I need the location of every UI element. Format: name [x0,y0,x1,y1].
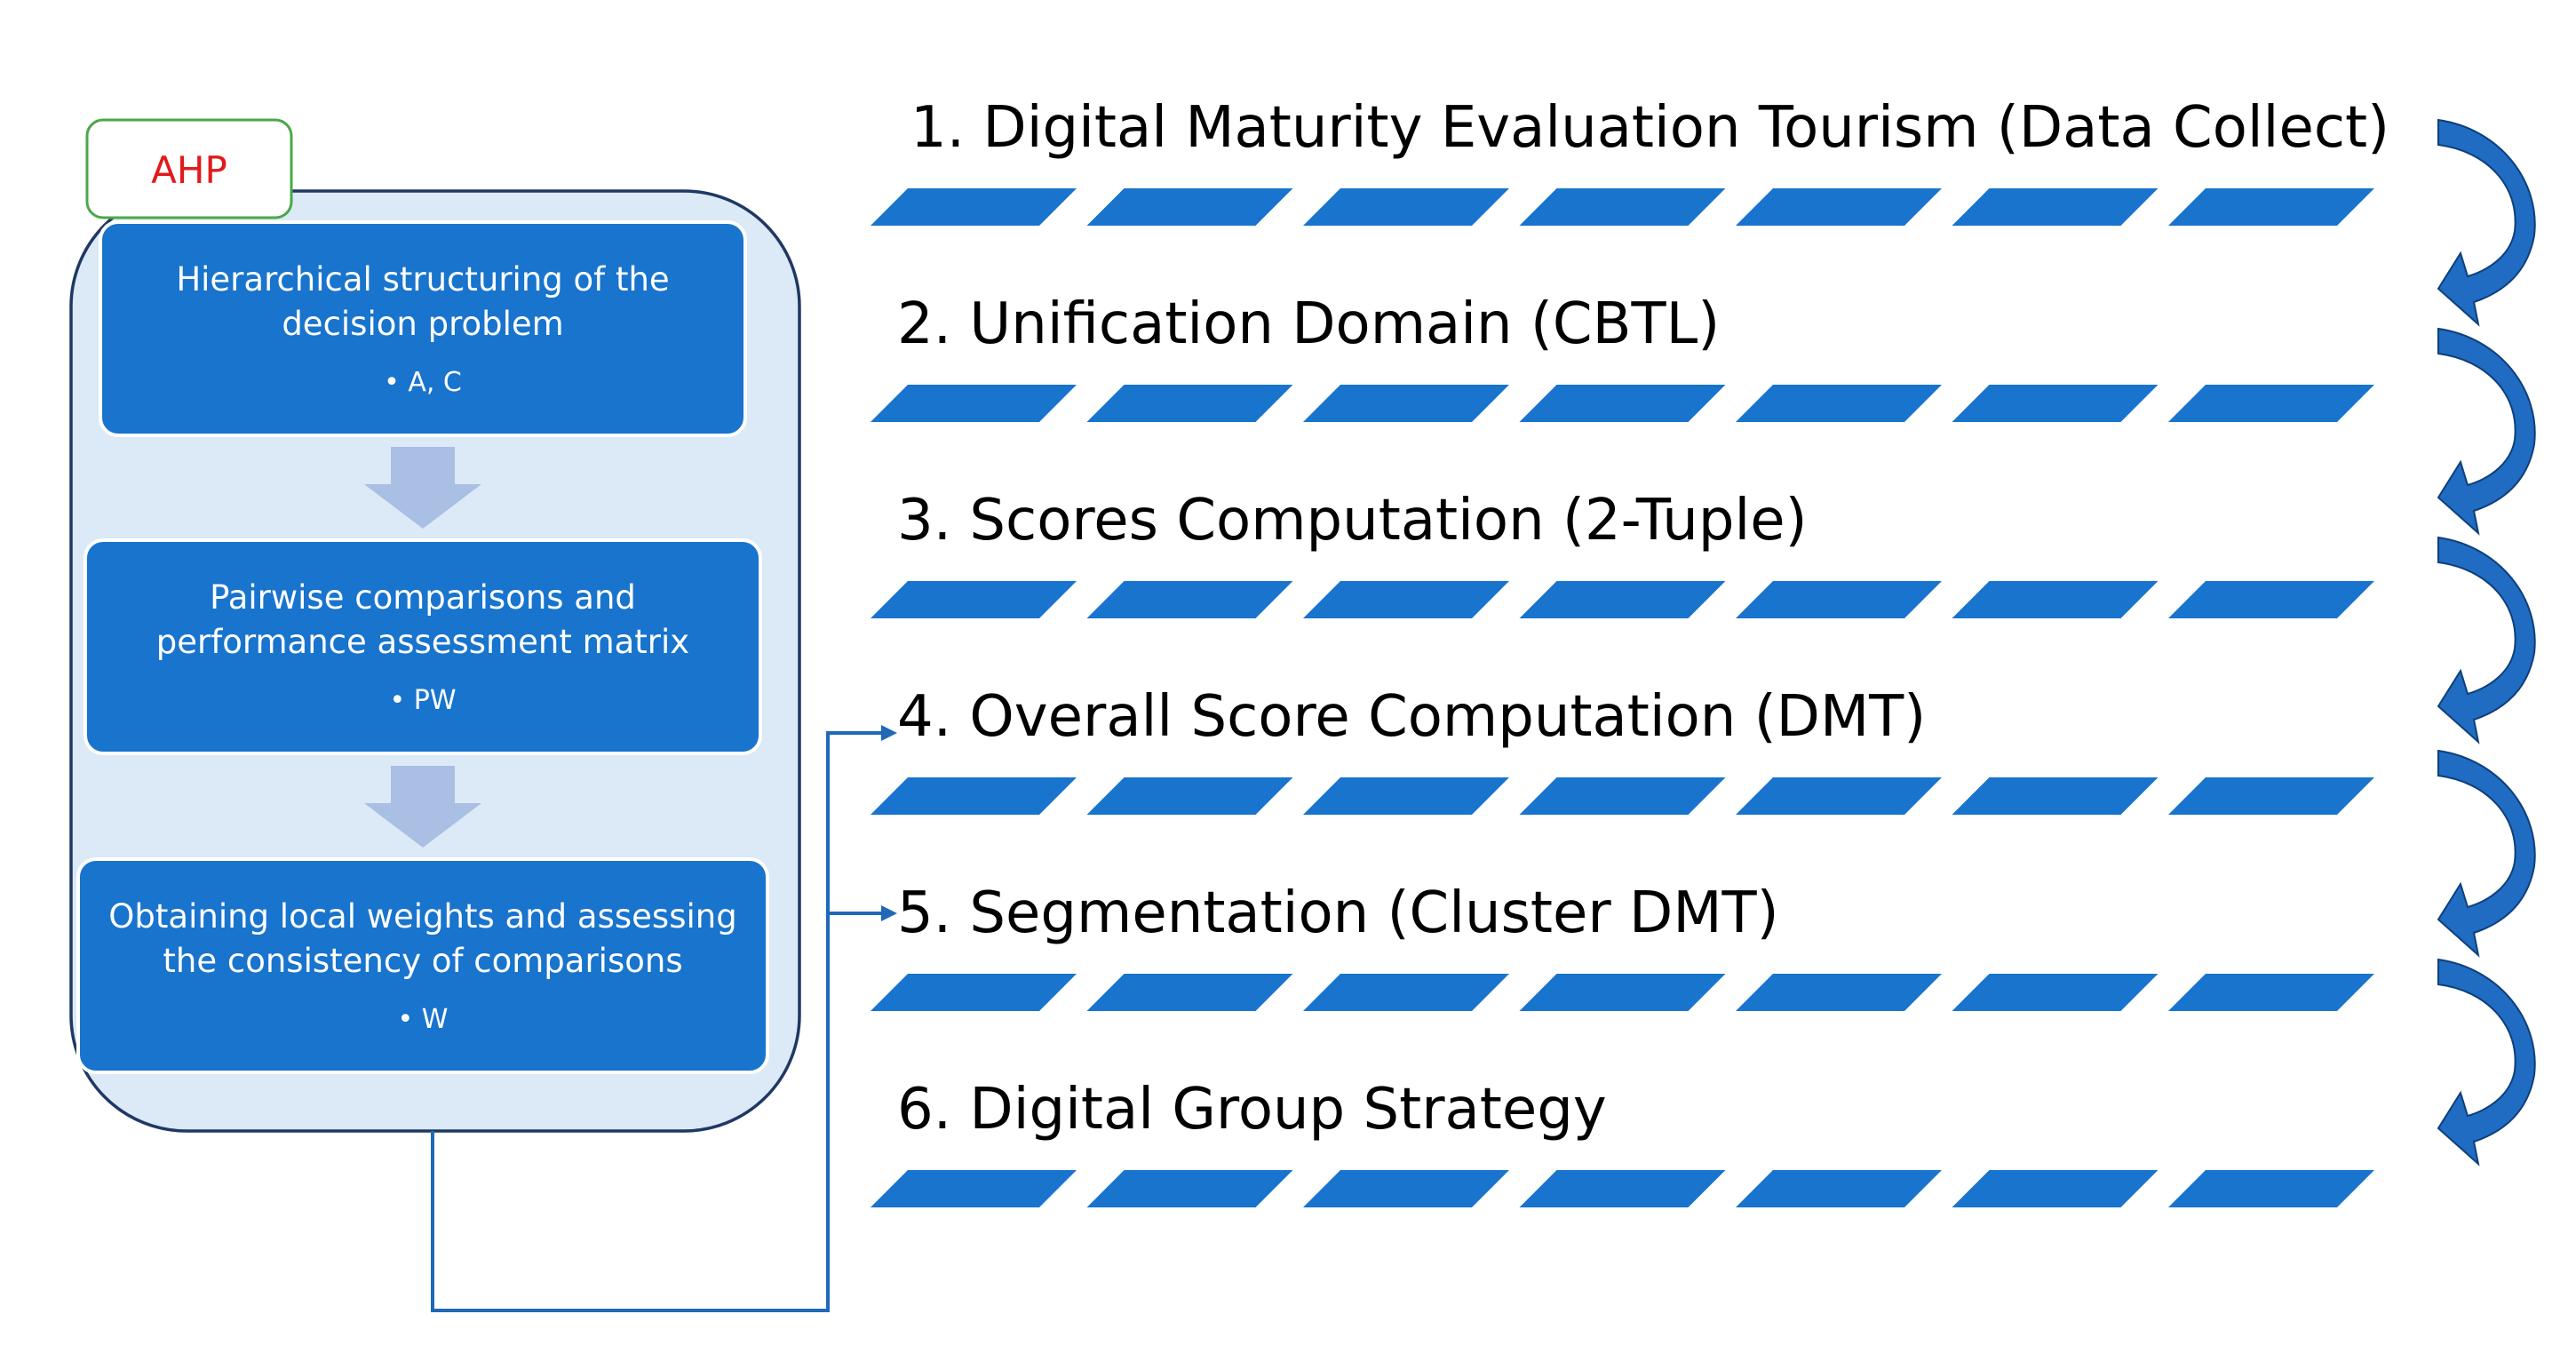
step-bullet: • W [398,1004,449,1035]
stage-title: 3. Scores Computation (2-Tuple) [897,488,1808,554]
stripe-segment [1952,581,2159,618]
down-arrow-icon [364,447,481,529]
stage-3: 3. Scores Computation (2-Tuple) [871,488,2374,618]
stripe-segment [1736,581,1942,618]
stripe-row [871,974,2374,1011]
stage-5: 5. Segmentation (Cluster DMT) [871,880,2374,1011]
stripe-row [871,385,2374,422]
stripe-segment [1303,1170,1509,1207]
down-arrow-icon [364,766,481,848]
stripe-segment [1952,777,2159,815]
ahp-connector [431,725,897,1312]
stripe-segment [2168,1170,2374,1207]
stripe-segment [1736,1170,1942,1207]
stage-title: 2. Unification Domain (CBTL) [897,291,1720,357]
stripe-segment [1736,188,1942,226]
stripe-segment [1086,777,1293,815]
stripe-segment [1952,974,2159,1011]
stripe-segment [871,777,1077,815]
stripe-segment [2168,581,2374,618]
stripe-segment [2168,777,2374,815]
stripe-segment [871,581,1077,618]
arrowhead-stage-4 [881,725,897,741]
stripe-segment [1736,385,1942,422]
stripe-segment [871,188,1077,226]
curved-arrow-icon [2437,536,2536,745]
stripe-segment [871,974,1077,1011]
ahp-label: AHP [151,148,227,192]
stripe-segment [1303,777,1509,815]
stage-2: 2. Unification Domain (CBTL) [871,291,2374,422]
curved-arrow-icon [2437,118,2536,327]
stripe-segment [1086,385,1293,422]
ahp-step-2: Pairwise comparisons and performance ass… [83,538,762,755]
stripe-segment [1519,777,1726,815]
stripe-segment [1519,974,1726,1011]
step-title-line: Obtaining local weights and assessing [108,897,736,936]
stripe-segment [2168,974,2374,1011]
stripe-segment [1519,188,1726,226]
stripe-segment [1086,1170,1293,1207]
curved-arrow-icon [2437,327,2536,536]
stripe-segment [1519,385,1726,422]
stripe-segment [1736,777,1942,815]
stripe-segment [1086,188,1293,226]
stripe-segment [1952,1170,2159,1207]
stripe-segment [1303,974,1509,1011]
step-box [83,538,762,755]
step-box [99,220,747,437]
stripe-segment [1736,974,1942,1011]
stripe-row [871,777,2374,815]
step-title-line: Pairwise comparisons and [210,578,636,617]
step-title-line: performance assessment matrix [156,623,689,661]
curved-arrow-icon [2437,749,2536,958]
stripe-segment [1303,188,1509,226]
stripe-segment [871,1170,1077,1207]
stripe-segment [1952,385,2159,422]
stripe-segment [1519,581,1726,618]
ahp-label-box [85,118,293,219]
stage-6: 6. Digital Group Strategy [871,1077,2374,1207]
step-title-line: decision problem [282,305,563,343]
stripe-segment [1086,581,1293,618]
stripe-segment [1303,581,1509,618]
step-title-line: Hierarchical structuring of the [176,260,669,299]
stripe-row [871,1170,2374,1207]
stage-1: 1. Digital Maturity Evaluation Tourism (… [871,95,2389,226]
stripe-segment [1303,385,1509,422]
stripe-segment [1519,1170,1726,1207]
stripe-segment [2168,188,2374,226]
stripe-segment [1952,188,2159,226]
stage-transitions [2437,118,2536,1167]
ahp-step-1: Hierarchical structuring of the decision… [99,220,747,437]
arrowhead-stage-5 [881,905,897,921]
step-box [76,857,769,1074]
stage-4: 4. Overall Score Computation (DMT) [871,684,2374,815]
step-title-line: the consistency of comparisons [163,942,682,980]
ahp-step-3: Obtaining local weights and assessing th… [76,857,769,1074]
curved-arrow-icon [2437,958,2536,1167]
stage-title: 5. Segmentation (Cluster DMT) [897,880,1779,946]
ahp-panel: AHP Hierarchical structuring of the deci… [69,118,897,1312]
stage-title: 6. Digital Group Strategy [897,1077,1607,1143]
step-bullet: • A, C [384,367,462,398]
connector-to-stage-4 [431,731,884,1312]
step-bullet: • PW [390,685,457,716]
stripe-segment [871,385,1077,422]
stripe-row [871,581,2374,618]
stages-list: 1. Digital Maturity Evaluation Tourism (… [871,95,2389,1207]
stripe-segment [1086,974,1293,1011]
stripe-row [871,188,2374,226]
stage-title: 4. Overall Score Computation (DMT) [897,684,1926,750]
stripe-segment [2168,385,2374,422]
stage-title: 1. Digital Maturity Evaluation Tourism (… [910,95,2389,161]
